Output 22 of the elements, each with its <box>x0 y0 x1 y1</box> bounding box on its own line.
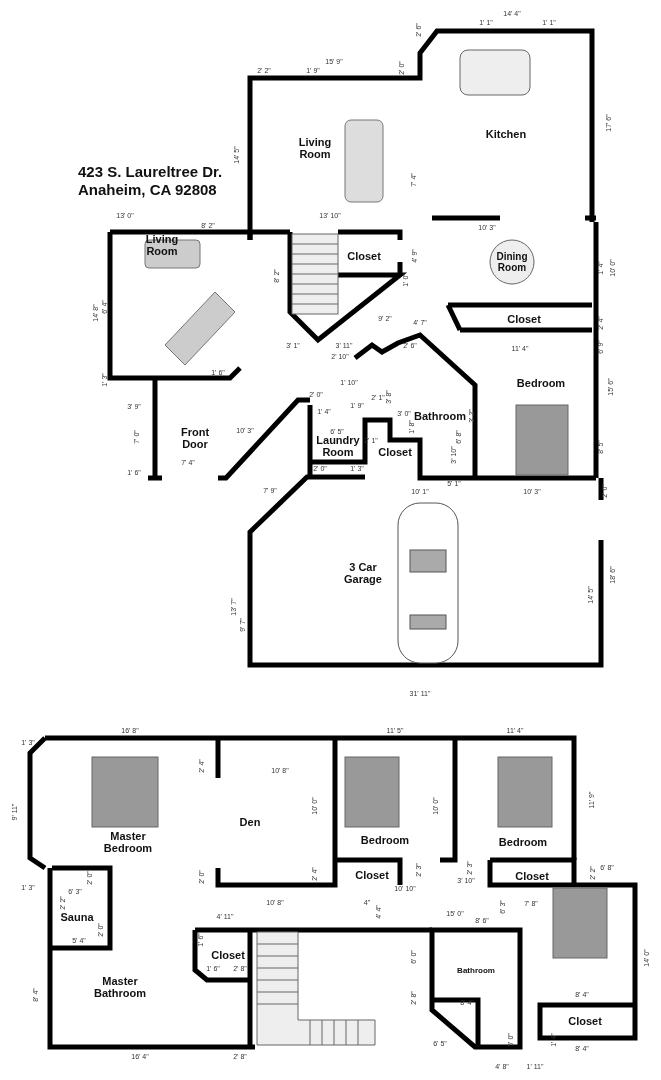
room-label: Bedroom <box>355 833 415 847</box>
room-label: Sauna <box>57 910 97 924</box>
room-label: Bedroom <box>511 376 571 390</box>
room-label: Master Bedroom <box>93 829 163 855</box>
room-label: Closet <box>560 1014 610 1028</box>
room-label: Closet <box>347 868 397 882</box>
room-label: Closet <box>499 312 549 326</box>
room-label: Closet <box>507 869 557 883</box>
room-label: Front Door <box>170 425 220 451</box>
room-label: Master Bathroom <box>85 974 155 1000</box>
room-label: Den <box>230 815 270 829</box>
room-label: Living Room <box>132 232 192 258</box>
room-label: Bathroom <box>451 966 501 976</box>
room-label: Laundry Room <box>313 433 363 459</box>
room-label: Bedroom <box>493 835 553 849</box>
room-label: Kitchen <box>476 127 536 141</box>
room-label: Closet <box>208 948 248 962</box>
address-title: 423 S. Laureltree Dr. Anaheim, CA 92808 <box>78 163 224 199</box>
room-label: Living Room <box>285 135 345 161</box>
room-label: 3 Car Garage <box>333 560 393 586</box>
room-label: Closet <box>344 249 384 263</box>
room-label: Closet <box>375 445 415 459</box>
